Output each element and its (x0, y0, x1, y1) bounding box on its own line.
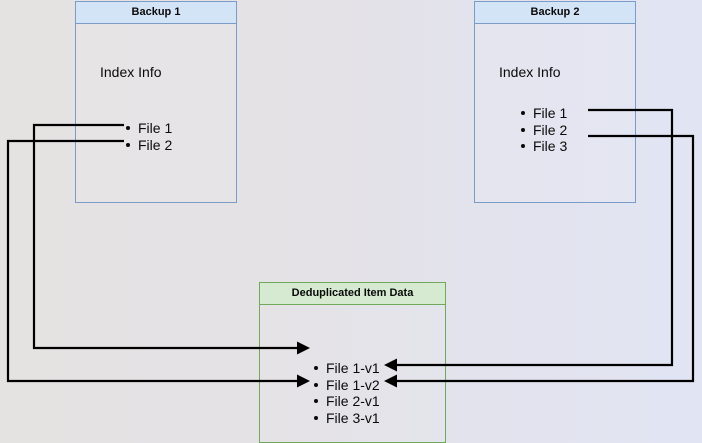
list-item[interactable]: File 3-v1 (312, 410, 380, 427)
list-item[interactable]: File 3 (519, 138, 567, 155)
backup-1-index-info-label: Index Info (100, 64, 162, 80)
backup-1-file-list: File 1 File 2 (124, 120, 172, 153)
list-item[interactable]: File 2 (519, 122, 567, 139)
list-item[interactable]: File 2 (124, 137, 172, 154)
list-item[interactable]: File 1-v2 (312, 377, 380, 394)
backup-2-index-info-label: Index Info (499, 64, 561, 80)
deduplicated-file-list: File 1-v1 File 1-v2 File 2-v1 File 3-v1 (312, 360, 380, 426)
backup-2-title: Backup 2 (475, 2, 635, 24)
backup-2-body: Index Info File 1 File 2 File 3 (475, 24, 635, 202)
backup-1-title: Backup 1 (76, 2, 236, 24)
backup-1-body: Index Info File 1 File 2 (76, 24, 236, 202)
backup-2-file-list: File 1 File 2 File 3 (519, 105, 567, 155)
list-item[interactable]: File 1-v1 (312, 360, 380, 377)
backup-1-box[interactable]: Backup 1 Index Info File 1 File 2 (75, 1, 237, 203)
list-item[interactable]: File 1 (519, 105, 567, 122)
list-item[interactable]: File 2-v1 (312, 393, 380, 410)
list-item[interactable]: File 1 (124, 120, 172, 137)
backup-2-box[interactable]: Backup 2 Index Info File 1 File 2 File 3 (474, 1, 636, 203)
deduplicated-item-data-body: File 1-v1 File 1-v2 File 2-v1 File 3-v1 (260, 305, 445, 442)
deduplicated-item-data-title: Deduplicated Item Data (260, 283, 445, 305)
deduplicated-item-data-box[interactable]: Deduplicated Item Data File 1-v1 File 1-… (259, 282, 446, 443)
